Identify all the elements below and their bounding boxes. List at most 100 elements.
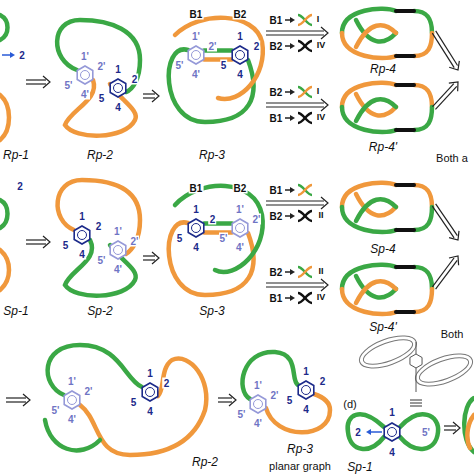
compound-label: Sp-4' xyxy=(368,321,398,334)
atom-number: 4' xyxy=(191,69,201,80)
reaction-arrow xyxy=(143,90,159,102)
crossing-type: II xyxy=(317,211,324,221)
crossing-strand xyxy=(298,41,312,51)
reaction-arrow xyxy=(266,279,328,291)
benzene-ring xyxy=(250,395,266,413)
arrow-head xyxy=(152,252,159,264)
aromatic-circle xyxy=(192,224,201,233)
reaction-arrow xyxy=(433,82,458,109)
strand-curve xyxy=(356,199,396,221)
strand-curve xyxy=(0,200,8,228)
atom-number: 5' xyxy=(97,254,107,265)
crossing-strand xyxy=(298,113,312,123)
atom-number: 5 xyxy=(130,396,138,407)
core-ring xyxy=(410,354,422,368)
bond-label: B2 xyxy=(269,41,284,52)
arrow-shaft xyxy=(436,260,458,289)
pointer-arrow xyxy=(285,115,295,121)
arrow-head xyxy=(321,99,328,111)
aromatic-circle xyxy=(68,396,77,405)
arrow-head xyxy=(290,115,295,121)
bond-label: B1 xyxy=(269,113,284,124)
aromatic-circle xyxy=(81,71,90,80)
crossing-strand xyxy=(298,113,312,123)
strand-curve xyxy=(396,265,414,269)
arrow-head xyxy=(152,90,159,102)
arrow-shaft xyxy=(143,93,155,94)
reaction-arrow xyxy=(266,99,328,111)
bond-label: B1 xyxy=(269,293,284,304)
compound-label: Rp-3 xyxy=(286,443,314,456)
atom-number: 5' xyxy=(219,232,229,243)
strand-curve xyxy=(414,85,432,107)
strand-curve xyxy=(464,398,474,452)
strand-curve xyxy=(204,57,232,62)
crossing-type: IV xyxy=(316,41,327,51)
reaction-arrow xyxy=(432,204,459,240)
atom-number: 2' xyxy=(96,60,106,71)
benzene-ring xyxy=(188,46,204,64)
bond-label: B2 xyxy=(269,87,284,98)
atom-number: 2' xyxy=(269,389,279,400)
reaction-arrow xyxy=(143,252,159,264)
arrow-shaft xyxy=(435,86,456,109)
strand-curve xyxy=(348,414,384,449)
benzene-ring xyxy=(384,423,400,441)
atom-number: 1 xyxy=(388,407,396,418)
arrow-shaft xyxy=(143,97,155,98)
strand-curve xyxy=(57,20,140,92)
atom-number: 1 xyxy=(146,368,154,379)
strand-curve xyxy=(0,15,8,40)
atom-number: 4 xyxy=(388,447,396,458)
atom-number: 4' xyxy=(253,418,263,429)
macrocycle-ring xyxy=(360,335,415,370)
arrow-head xyxy=(290,43,295,49)
pointer-arrow xyxy=(285,213,295,219)
strand-curve xyxy=(467,415,474,448)
strand-curve xyxy=(396,128,414,132)
crossing-symbol xyxy=(298,113,312,123)
benzene-ring xyxy=(64,391,80,409)
strand-curve xyxy=(400,414,438,449)
pointer-arrow xyxy=(2,52,15,58)
strand-curve xyxy=(414,289,432,312)
crossing-symbol xyxy=(298,15,312,25)
arrow-shaft xyxy=(432,258,454,287)
atom-number: 4 xyxy=(114,102,122,113)
reaction-arrow xyxy=(6,394,30,406)
reaction-arrow xyxy=(26,76,50,88)
crossing-symbol xyxy=(298,267,312,277)
benzene-ring xyxy=(232,219,248,237)
arrow-shaft xyxy=(26,243,46,244)
arrow-shaft xyxy=(2,54,11,56)
arrow-shaft xyxy=(266,106,324,107)
aromatic-circle xyxy=(254,400,263,409)
arrow-shaft xyxy=(444,425,456,426)
atom-number: 1' xyxy=(113,226,123,237)
benzene-ring xyxy=(77,66,93,84)
bond-label: B2 xyxy=(269,211,284,222)
atom-number: 4 xyxy=(146,406,154,417)
strand-curve xyxy=(58,180,140,254)
aromatic-circle xyxy=(78,231,87,240)
strand-curve xyxy=(175,186,263,272)
strand-curve xyxy=(414,33,432,56)
arrow-head xyxy=(449,231,459,240)
crossing-strand xyxy=(298,293,312,303)
linked-ring-figure xyxy=(342,83,432,132)
arrow-shaft xyxy=(143,255,155,256)
crossing-strand xyxy=(298,41,312,51)
arrow-head xyxy=(10,52,15,58)
atom-number: 2 xyxy=(16,181,24,192)
macrocycle-ring xyxy=(355,330,420,375)
strand-curve xyxy=(65,240,136,296)
atom-number: 4' xyxy=(235,242,245,253)
atom-number: 4 xyxy=(78,249,86,260)
arrow-head xyxy=(321,197,328,209)
equivalence-mark xyxy=(410,400,422,406)
atom-number: 2' xyxy=(207,40,217,51)
strand-curve xyxy=(396,183,414,187)
arrow-head xyxy=(321,27,328,39)
strand-curve xyxy=(45,420,100,450)
arrow-shaft xyxy=(26,239,46,240)
